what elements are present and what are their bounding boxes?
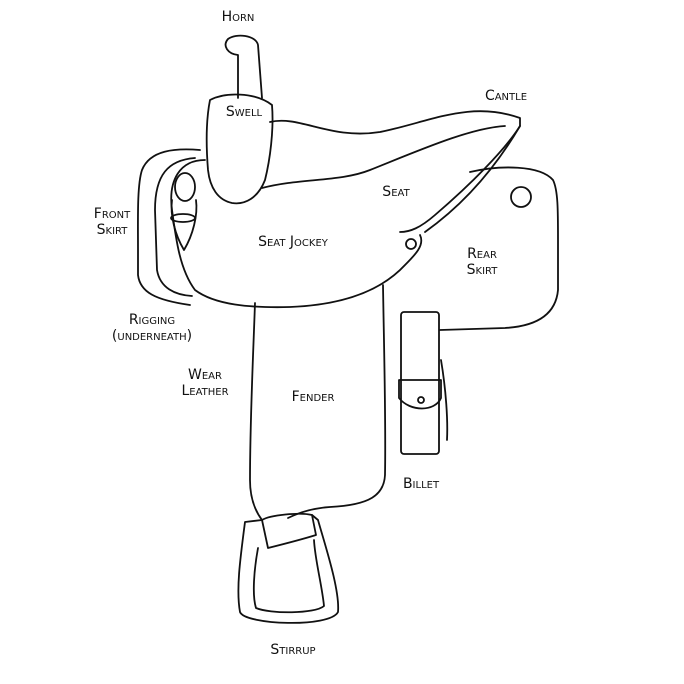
stirrup-leather bbox=[261, 512, 317, 549]
label-seat: Seat bbox=[382, 184, 410, 200]
rear-skirt-shape bbox=[439, 166, 559, 331]
label-swell: Swell bbox=[225, 104, 263, 120]
horn-shape bbox=[224, 34, 263, 99]
front-jockey-flap bbox=[170, 199, 198, 251]
rigging-ring bbox=[174, 172, 196, 202]
billet-keeper-button bbox=[417, 396, 425, 404]
label-front-skirt: Front Skirt bbox=[93, 206, 131, 238]
rigging-slot bbox=[170, 213, 196, 223]
label-billet: Billet bbox=[402, 476, 440, 492]
stirrup-inner bbox=[252, 539, 325, 614]
seat-inner bbox=[261, 125, 506, 189]
label-seat-jockey: Seat Jockey bbox=[258, 234, 328, 250]
label-cantle: Cantle bbox=[484, 88, 528, 104]
stirrup-shape bbox=[237, 514, 340, 624]
seat-outline bbox=[269, 110, 521, 233]
billet-keeper bbox=[398, 379, 442, 410]
label-rear-skirt: Rear Skirt bbox=[466, 246, 498, 278]
front-skirt-shape bbox=[137, 148, 201, 306]
fender-shape bbox=[249, 284, 387, 521]
rear-skirt-conch bbox=[510, 186, 532, 208]
label-horn: Horn bbox=[221, 9, 255, 25]
billet-strap bbox=[400, 311, 440, 455]
label-wear-leather: Wear Leather bbox=[181, 367, 229, 399]
latigo-tail bbox=[440, 359, 449, 441]
swell-shape bbox=[205, 93, 274, 205]
rear-jockey-conch bbox=[405, 238, 417, 250]
label-fender: Fender bbox=[291, 389, 335, 405]
label-stirrup: Stirrup bbox=[270, 642, 316, 658]
front-skirt-inner bbox=[154, 157, 196, 297]
cantle-back bbox=[424, 125, 521, 233]
label-rigging: Rigging (underneath) bbox=[111, 312, 193, 344]
